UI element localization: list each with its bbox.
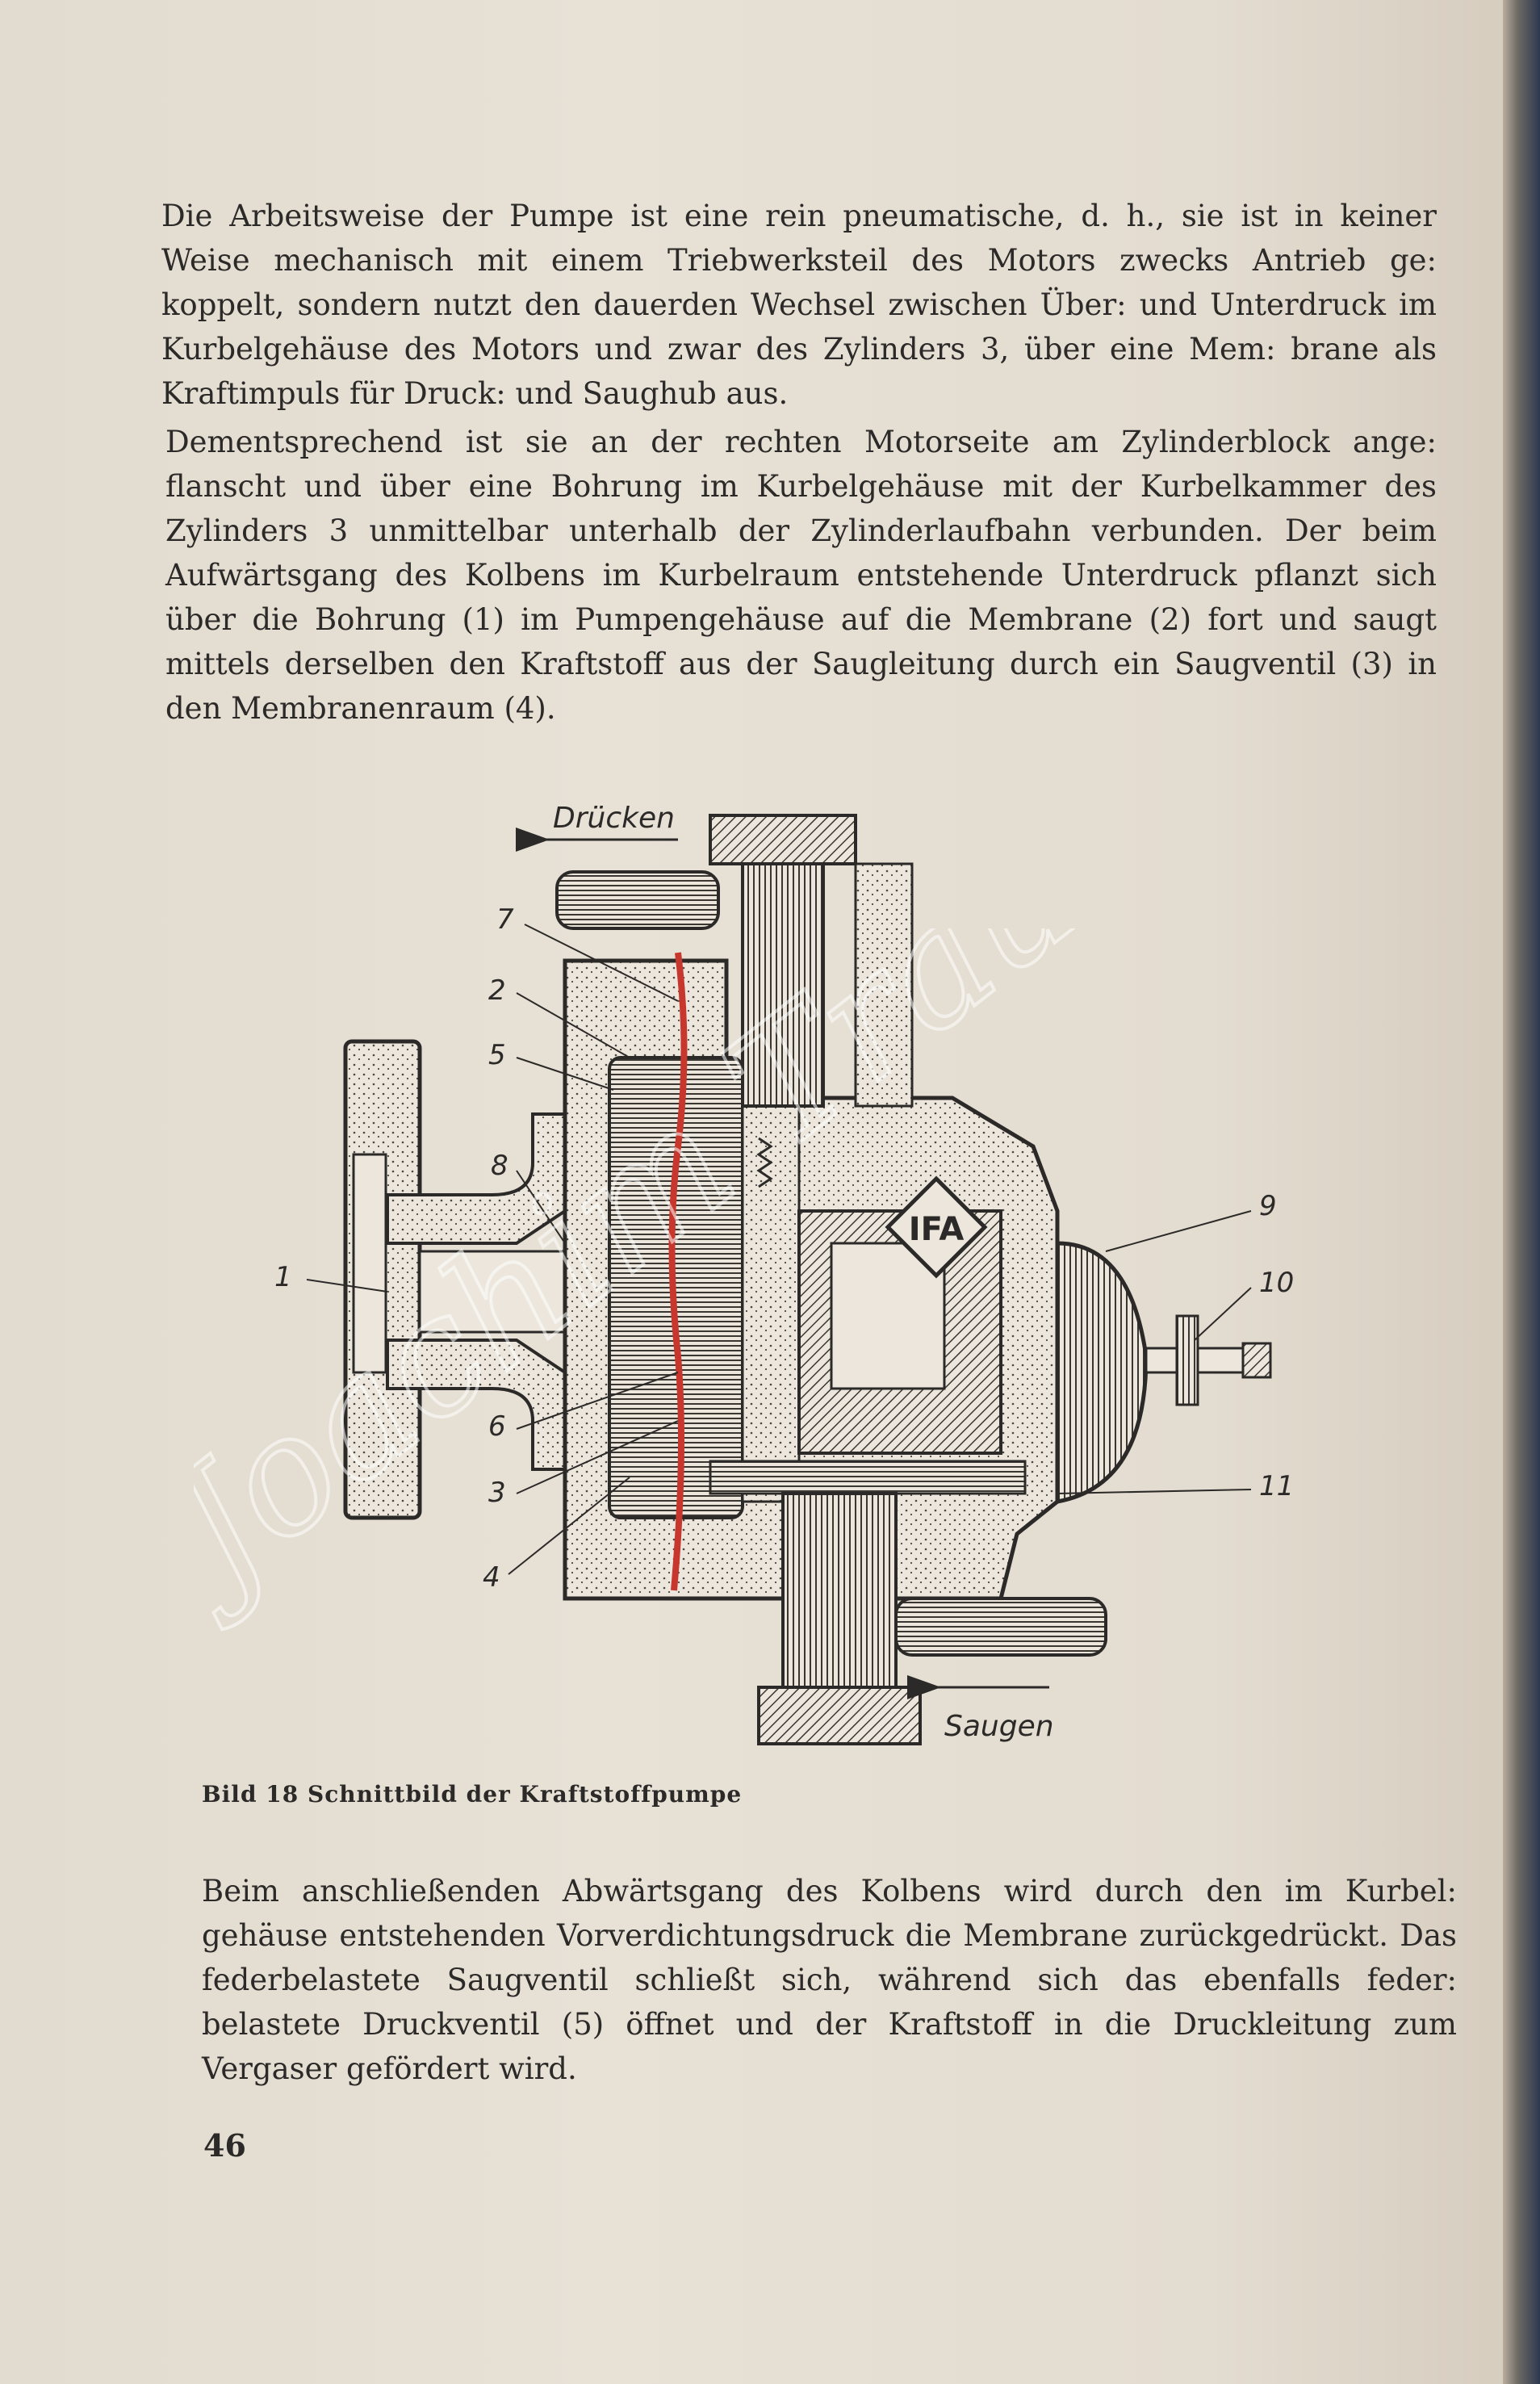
paragraph-2: Dementsprechend ist sie an der rechten M… — [165, 425, 1437, 726]
page-number: 46 — [203, 2127, 246, 2164]
callout-3: 3 — [488, 1477, 506, 1509]
pressure-outlet — [555, 814, 914, 1188]
callout-lines — [306, 924, 1252, 1575]
callout-1: 1 — [274, 1261, 292, 1293]
label-saugen: Saugen — [944, 1710, 1054, 1743]
paragraph-1: Die Arbeitsweise der Pumpe ist eine rein… — [161, 199, 1437, 411]
mounting-flange — [343, 1039, 422, 1520]
filter-dome — [1055, 1241, 1272, 1504]
callout-6: 6 — [488, 1410, 506, 1443]
callout-9: 9 — [1259, 1190, 1277, 1222]
figure-caption: Bild 18 Schnittbild der Kraftstoffpumpe — [202, 1781, 743, 1808]
ifa-logo: IFA — [885, 1175, 988, 1279]
bore-channel — [386, 1112, 567, 1471]
callout-2: 2 — [488, 974, 506, 1007]
membrane — [668, 952, 688, 1591]
label-druecken: Drücken — [553, 802, 675, 835]
callout-8: 8 — [491, 1150, 508, 1182]
callout-11: 11 — [1259, 1470, 1294, 1502]
callout-10: 10 — [1259, 1267, 1294, 1299]
callout-7: 7 — [496, 903, 514, 936]
book-cover-edge — [1503, 0, 1540, 2384]
callout-4: 4 — [483, 1561, 500, 1594]
suction-inlet — [757, 1492, 1107, 1745]
paragraph-3: Beim anschließenden Abwärtsgang des Kolb… — [202, 1874, 1457, 2086]
callout-5: 5 — [488, 1039, 506, 1071]
fuel-pump-cross-section: IFA Drücken Saugen — [274, 802, 1294, 1745]
svg-text:IFA: IFA — [909, 1211, 965, 1248]
